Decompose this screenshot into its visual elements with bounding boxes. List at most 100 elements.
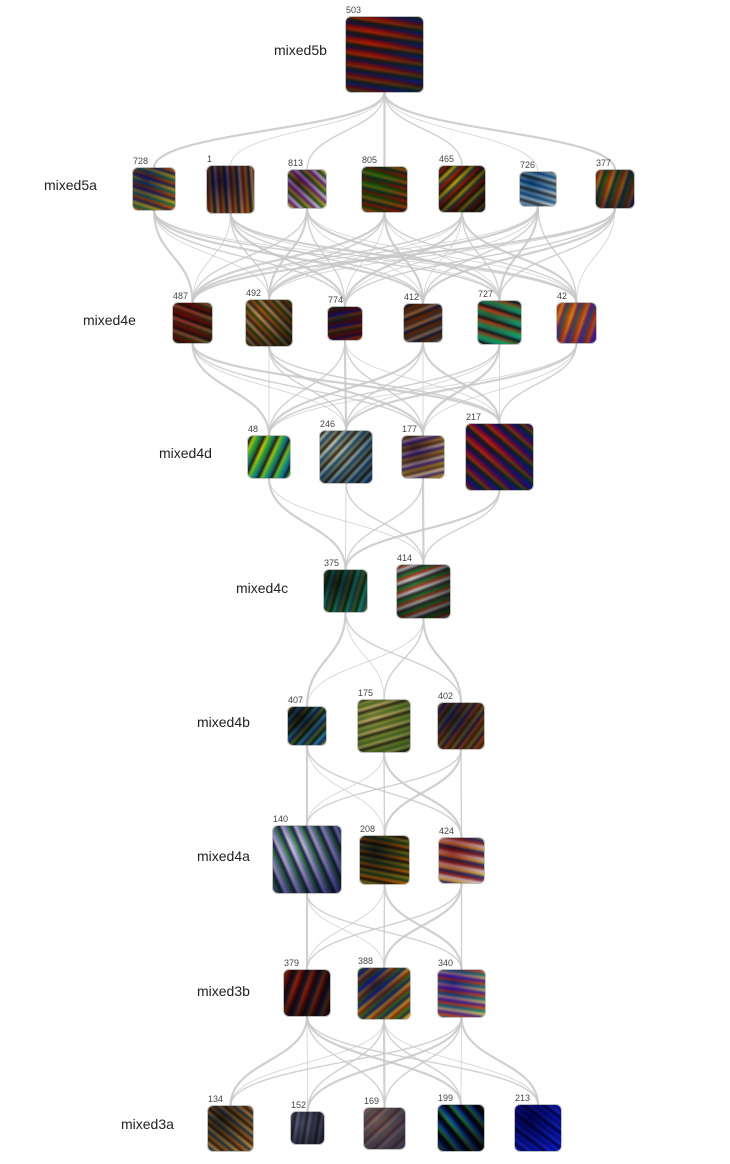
neuron-node[interactable]: 140 xyxy=(273,814,341,893)
neuron-node[interactable]: 813 xyxy=(288,158,326,208)
connection-edge xyxy=(191,342,271,437)
connection-edge xyxy=(192,205,539,304)
feature-visualization-thumbnail xyxy=(438,970,485,1017)
neuron-id: 503 xyxy=(346,5,362,15)
neuron-node[interactable]: 246 xyxy=(320,419,372,483)
connection-edge xyxy=(306,1015,386,1109)
neuron-node[interactable]: 213 xyxy=(515,1093,561,1151)
neuron-node[interactable]: 340 xyxy=(438,958,485,1017)
neuron-node[interactable]: 726 xyxy=(520,160,556,206)
connection-edge xyxy=(268,345,501,425)
neuron-id: 805 xyxy=(362,155,378,165)
neuron-node[interactable]: 379 xyxy=(284,958,330,1016)
connection-edge xyxy=(306,744,385,837)
connection-edge xyxy=(306,207,346,308)
neuron-node[interactable]: 134 xyxy=(208,1094,253,1151)
connection-edge xyxy=(383,883,463,971)
neuron-node[interactable]: 217 xyxy=(466,412,533,490)
neuron-node[interactable]: 48 xyxy=(248,424,290,478)
feature-visualization-thumbnail xyxy=(478,301,521,344)
neuron-node[interactable]: 424 xyxy=(439,826,484,883)
neuron-node[interactable]: 177 xyxy=(402,424,444,478)
connection-edge xyxy=(344,211,385,308)
connection-edge xyxy=(461,211,501,302)
feature-visualization-thumbnail xyxy=(207,166,254,213)
connection-edge xyxy=(498,342,578,425)
connection-edge xyxy=(384,211,500,302)
neuron-id: 487 xyxy=(173,291,189,301)
connection-edge xyxy=(421,341,501,425)
neuron-id: 199 xyxy=(438,1093,454,1103)
feature-visualization-thumbnail xyxy=(596,170,634,208)
neuron-node[interactable]: 175 xyxy=(358,688,410,752)
connection-edge xyxy=(306,617,424,708)
neuron-node[interactable]: 805 xyxy=(362,155,407,212)
feature-visualization-thumbnail xyxy=(402,436,444,478)
neuron-id: 134 xyxy=(208,1094,224,1104)
neuron-id: 726 xyxy=(520,160,536,170)
feature-visualization-thumbnail xyxy=(248,436,290,478)
connection-edge xyxy=(306,91,386,171)
feature-visualization-thumbnail xyxy=(246,300,292,346)
connection-edge xyxy=(383,1018,539,1106)
connection-edge xyxy=(305,207,501,302)
neuron-node[interactable]: 208 xyxy=(360,824,409,884)
connection-edge xyxy=(383,1018,462,1106)
neuron-node[interactable]: 169 xyxy=(364,1096,405,1149)
connection-edge xyxy=(267,477,347,571)
neuron-id: 402 xyxy=(438,691,454,701)
neuron-node[interactable]: 388 xyxy=(358,956,410,1019)
connection-edge xyxy=(422,205,539,305)
layer-label-mixed4a: mixed4a xyxy=(197,848,250,864)
connection-edge xyxy=(382,882,463,969)
neuron-node[interactable]: 492 xyxy=(246,288,292,346)
neuron-node[interactable]: 1 xyxy=(207,154,254,213)
neuron-id: 728 xyxy=(133,156,149,166)
connection-edge xyxy=(345,611,385,701)
connection-edge xyxy=(267,205,540,301)
connection-edge xyxy=(421,477,425,566)
neuron-node[interactable]: 503 xyxy=(346,5,423,92)
neuron-id: 175 xyxy=(358,688,374,698)
neuron-id: 177 xyxy=(402,424,418,434)
neuron-id: 774 xyxy=(328,295,344,305)
neuron-node[interactable]: 728 xyxy=(133,156,175,210)
connection-edge xyxy=(229,212,578,304)
layer-label-mixed4b: mixed4b xyxy=(197,714,250,730)
connection-edge xyxy=(345,482,425,566)
neuron-node[interactable]: 402 xyxy=(438,691,484,749)
neuron-node[interactable]: 42 xyxy=(557,291,596,343)
feature-visualization-thumbnail xyxy=(466,424,533,490)
neuron-node[interactable]: 412 xyxy=(404,292,442,342)
layer-label-mixed4c: mixed4c xyxy=(236,580,289,596)
neuron-id: 424 xyxy=(439,826,455,836)
neuron-node[interactable]: 487 xyxy=(173,291,212,343)
neuron-node[interactable]: 199 xyxy=(438,1093,484,1151)
neuron-node[interactable]: 375 xyxy=(324,558,367,612)
connection-edge xyxy=(306,1015,539,1106)
neuron-node[interactable]: 377 xyxy=(596,158,634,208)
neuron-id: 208 xyxy=(360,824,376,834)
connection-edge xyxy=(152,209,425,305)
connection-edge xyxy=(152,91,386,169)
feature-visualization-thumbnail xyxy=(439,838,484,883)
connection-edge xyxy=(382,1018,386,1109)
neuron-id: 465 xyxy=(439,154,455,164)
connection-edge xyxy=(306,1018,385,1113)
connection-edge xyxy=(229,212,270,301)
connection-edge xyxy=(230,91,385,167)
connection-edge xyxy=(268,207,616,301)
neuron-node[interactable]: 152 xyxy=(291,1100,324,1144)
neuron-node[interactable]: 465 xyxy=(439,154,485,212)
neuron-node[interactable]: 407 xyxy=(288,695,326,745)
feature-visualization-thumbnail xyxy=(288,170,326,208)
feature-visualization-thumbnail xyxy=(362,167,407,212)
neuron-node[interactable]: 414 xyxy=(397,553,450,618)
neuron-id: 169 xyxy=(364,1096,380,1106)
feature-visualization-thumbnail xyxy=(438,703,484,749)
neuron-id: 152 xyxy=(291,1100,307,1110)
neuron-node[interactable]: 774 xyxy=(328,295,362,340)
neuron-node[interactable]: 727 xyxy=(478,289,521,344)
connection-edge xyxy=(344,611,462,704)
connection-edge xyxy=(344,339,500,425)
